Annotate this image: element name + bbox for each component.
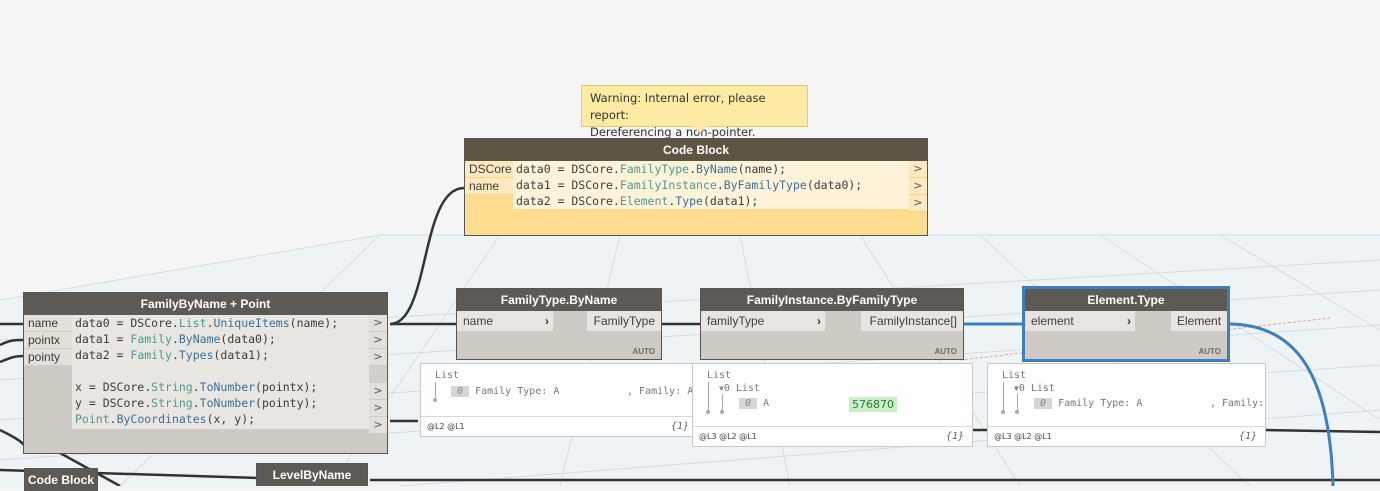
- output-port[interactable]: >: [909, 161, 927, 178]
- input-port-name[interactable]: name: [24, 315, 72, 332]
- code-block-node-bottom[interactable]: Code Block: [24, 468, 98, 491]
- chevron-right-icon: ›: [817, 314, 821, 328]
- input-port-familytype[interactable]: familyType›: [701, 311, 825, 331]
- node-title: FamilyByName + Point: [24, 293, 387, 315]
- preview-bubble-familyinstance[interactable]: List ▼0 List 0 A 576870 @L3 @L2 @L1{1}: [692, 363, 973, 447]
- output-port[interactable]: >: [909, 195, 927, 212]
- list-index: 0: [451, 386, 470, 397]
- code-editor[interactable]: data0 = DSCore.FamilyType.ByName(name); …: [513, 161, 909, 209]
- code-line: data1 = DSCore.FamilyInstance.ByFamilyTy…: [516, 178, 863, 192]
- preview-root: List: [435, 370, 460, 381]
- preview-bubble-familytype[interactable]: List 0 Family Type: A , Family: A @L2 @L…: [420, 363, 698, 437]
- code-line: data0 = DSCore.FamilyType.ByName(name);: [516, 162, 787, 176]
- list-value: Family Type: A: [475, 386, 560, 397]
- item-count: {1}: [1238, 431, 1257, 442]
- chevron-right-icon: ›: [545, 314, 549, 328]
- input-port-name[interactable]: name: [465, 178, 513, 195]
- warning-line-1: Warning: Internal error, please report:: [590, 91, 766, 122]
- code-block-node-top[interactable]: Code Block DSCore name data0 = DSCore.Fa…: [464, 138, 928, 236]
- code-line: [72, 363, 369, 379]
- lacing-label: AUTO: [934, 347, 957, 356]
- code-line: x = DSCore.String.ToNumber(pointx);: [75, 380, 318, 394]
- family-by-name-point-node[interactable]: FamilyByName + Point name pointx pointy …: [23, 292, 388, 454]
- output-port-familyinstance[interactable]: FamilyInstance[]: [861, 311, 963, 331]
- warning-tooltip: Warning: Internal error, please report: …: [581, 85, 808, 139]
- code-line: Point.ByCoordinates(x, y);: [75, 412, 256, 426]
- output-port[interactable]: >: [369, 400, 387, 417]
- warning-line-2: Dereferencing a non-pointer.: [590, 125, 756, 139]
- code-line: data2 = Family.Types(data1);: [75, 348, 269, 362]
- output-port-empty: [369, 366, 387, 383]
- output-port[interactable]: >: [369, 332, 387, 349]
- levelbyname-node[interactable]: LevelByName: [256, 463, 368, 486]
- output-port[interactable]: >: [369, 349, 387, 366]
- output-port-familytype[interactable]: FamilyType: [587, 311, 661, 331]
- preview-bubble-element-type[interactable]: List ▼0 List 0 Family Type: A , Family: …: [987, 363, 1266, 447]
- input-port-pointy[interactable]: pointy: [24, 349, 72, 366]
- output-port-element[interactable]: Element: [1171, 311, 1227, 331]
- lacing-label: AUTO: [1198, 347, 1221, 356]
- lacing-label: AUTO: [632, 347, 655, 356]
- level-labels: @L3 @L2 @L1: [994, 432, 1052, 441]
- code-line: y = DSCore.String.ToNumber(pointy);: [75, 396, 318, 410]
- item-count: {1}: [670, 421, 689, 432]
- collapse-triangle-icon[interactable]: ▼: [719, 384, 724, 393]
- level-labels: @L3 @L2 @L1: [699, 432, 757, 441]
- code-editor[interactable]: data0 = DSCore.List.UniqueItems(name); d…: [72, 315, 369, 429]
- familyinstance-byfamilytype-node[interactable]: FamilyInstance.ByFamilyType familyType› …: [700, 288, 964, 360]
- element-id-link[interactable]: 576870: [849, 397, 897, 412]
- node-title: Code Block: [465, 139, 927, 161]
- code-line: data1 = Family.ByName(data0);: [75, 332, 276, 346]
- input-port-dscore[interactable]: DSCore: [465, 161, 513, 178]
- node-title: Code Block: [25, 469, 97, 491]
- familytype-byname-node[interactable]: FamilyType.ByName name› FamilyType AUTO: [456, 288, 662, 360]
- output-port[interactable]: >: [369, 383, 387, 400]
- node-title: FamilyType.ByName: [457, 289, 661, 311]
- node-title: Element.Type: [1025, 289, 1227, 311]
- level-labels: @L2 @L1: [427, 422, 465, 431]
- code-line: data2 = DSCore.Element.Type(data1);: [516, 194, 759, 208]
- collapse-triangle-icon[interactable]: ▼: [1014, 384, 1019, 393]
- chevron-right-icon: ›: [1127, 314, 1131, 328]
- input-port-element[interactable]: element›: [1025, 311, 1135, 331]
- code-line: data0 = DSCore.List.UniqueItems(name);: [75, 316, 339, 330]
- item-count: {1}: [945, 431, 964, 442]
- input-port-pointx[interactable]: pointx: [24, 332, 72, 349]
- node-title: LevelByName: [257, 464, 367, 486]
- output-port[interactable]: >: [909, 178, 927, 195]
- input-port-name[interactable]: name›: [457, 311, 553, 331]
- output-port[interactable]: >: [369, 315, 387, 332]
- node-title: FamilyInstance.ByFamilyType: [701, 289, 963, 311]
- output-port[interactable]: >: [369, 417, 387, 434]
- element-type-node[interactable]: Element.Type element› Element AUTO: [1022, 286, 1230, 362]
